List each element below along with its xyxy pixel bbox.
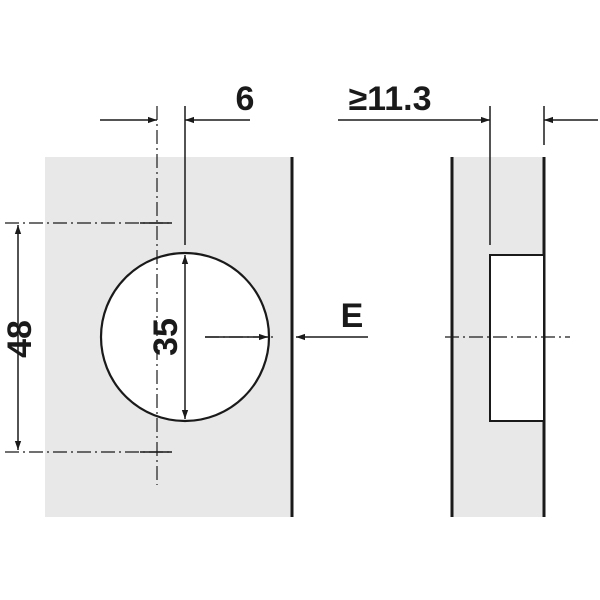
cup-pocket: [489, 254, 545, 422]
dim-depth-label: ≥11.3: [349, 80, 432, 118]
front-view: 6 48 35 E: [1, 80, 368, 517]
dim-e-label: E: [341, 297, 364, 335]
dim-6-label: 6: [236, 80, 255, 118]
side-view: ≥11.3: [338, 80, 598, 517]
dim-48-label: 48: [1, 320, 39, 358]
dim-35-label: 35: [147, 318, 185, 356]
